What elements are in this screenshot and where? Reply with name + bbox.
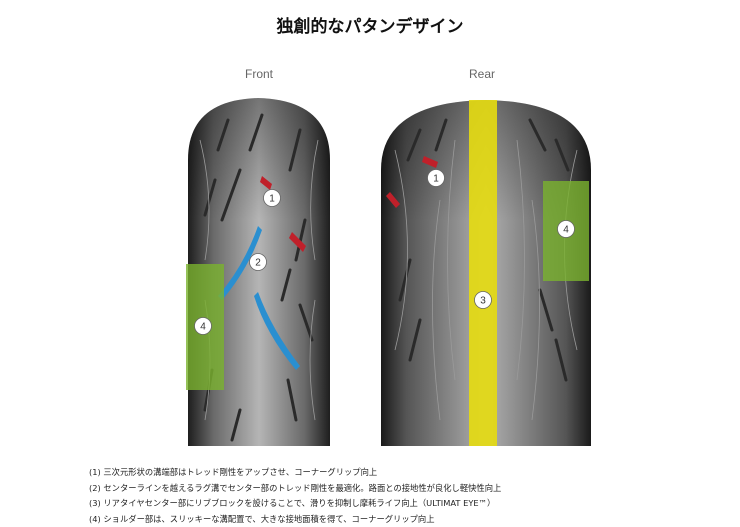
marker-front-2: 2 [250,254,267,271]
marker-front-4: 4 [195,318,212,335]
svg-text:4: 4 [200,322,206,333]
marker-front-1: 1 [264,190,281,207]
front-tire [186,98,330,446]
marker-rear-1: 1 [428,170,445,187]
note-2: (2) センターラインを越えるラグ溝でセンター部のトレッド剛性を最適化。路面との… [89,481,501,497]
feature-notes: (1) 三次元形状の溝端部はトレッド剛性をアップさせ、コーナーグリップ向上 (2… [89,465,501,527]
note-4: (4) ショルダー部は、スリッキーな溝配置で、大きな接地面積を得て、コーナーグリ… [89,512,501,527]
note-3: (3) リアタイヤセンター部にリブブロックを設けることで、滑りを抑制し摩耗ライフ… [89,496,501,512]
marker-rear-3: 3 [475,292,492,309]
svg-text:1: 1 [433,174,439,185]
note-1: (1) 三次元形状の溝端部はトレッド剛性をアップさせ、コーナーグリップ向上 [89,465,501,481]
svg-text:2: 2 [255,258,261,269]
rear-tire [381,100,591,446]
svg-text:4: 4 [563,225,569,236]
svg-text:1: 1 [269,194,275,205]
rear-center-rib-highlight [469,100,497,446]
marker-rear-4: 4 [558,221,575,238]
svg-text:3: 3 [480,296,486,307]
